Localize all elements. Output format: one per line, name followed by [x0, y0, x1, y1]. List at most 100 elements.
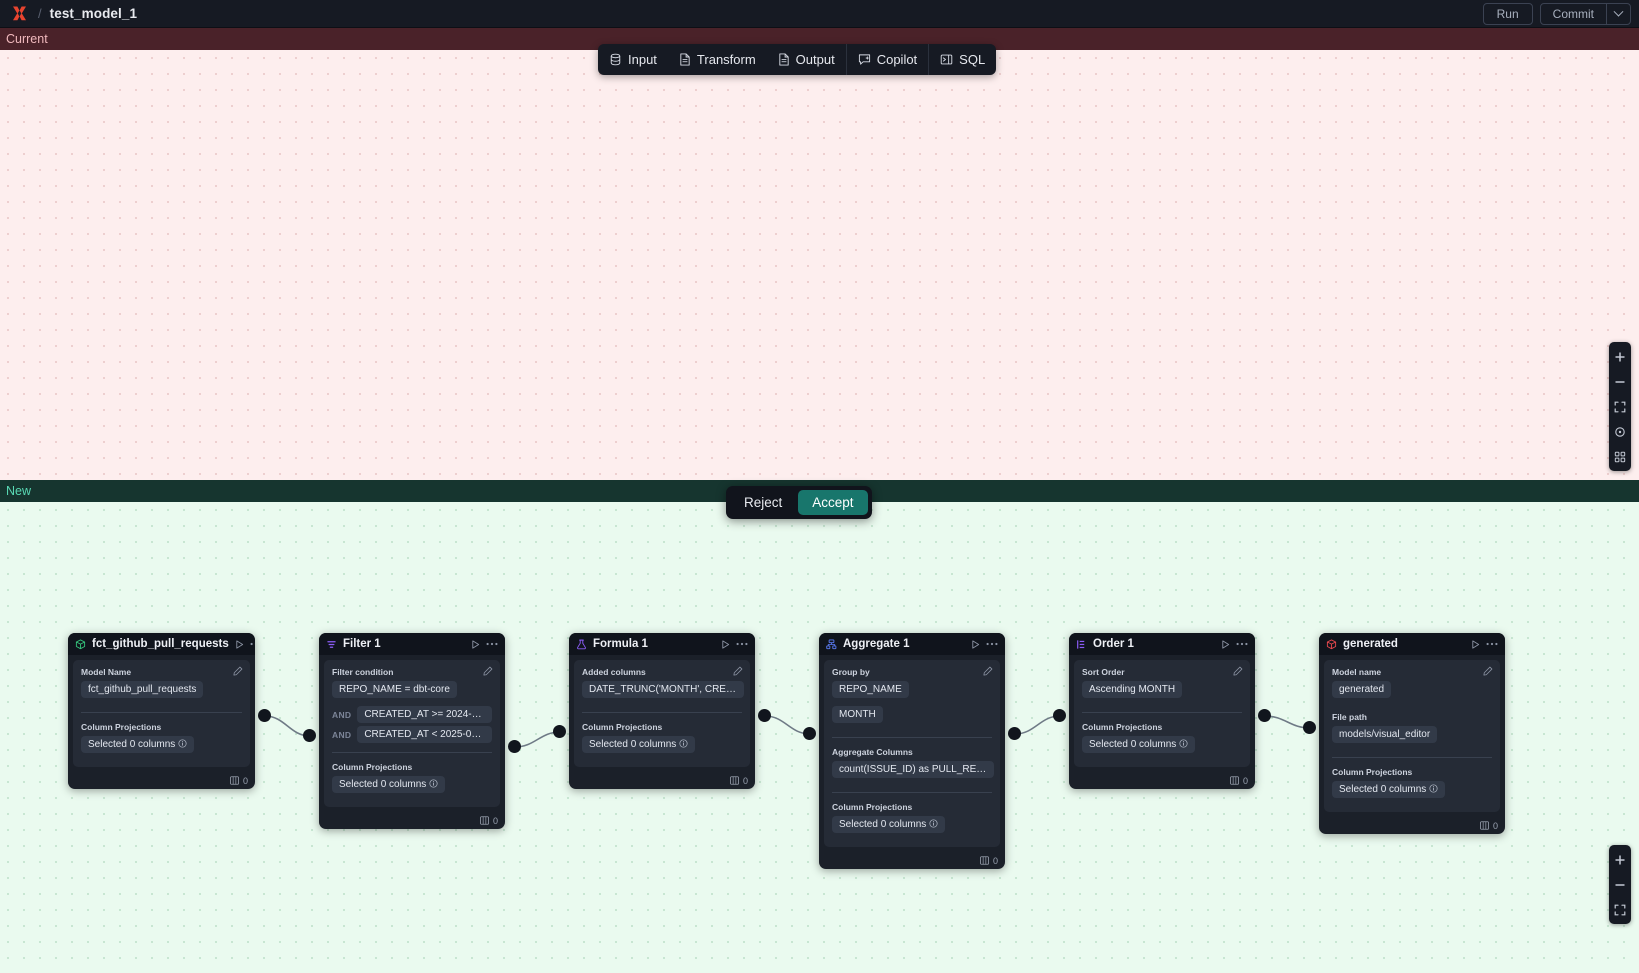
more-horizontal-icon[interactable]: [986, 642, 998, 646]
value-pill[interactable]: DATE_TRUNC('MONTH', CREATED_AT…: [582, 681, 744, 698]
group-by-pill[interactable]: MONTH: [832, 706, 883, 723]
play-icon[interactable]: [721, 639, 730, 649]
value-pill[interactable]: models/visual_editor: [1332, 726, 1438, 743]
value-text: Selected 0 columns: [839, 819, 927, 830]
node-aggregate-1[interactable]: Aggregate 1 Group by REPO_NAME MONTH: [819, 633, 1005, 869]
edge-port[interactable]: [1008, 727, 1021, 740]
node-title: Order 1: [1093, 638, 1134, 650]
pencil-icon[interactable]: [983, 666, 993, 676]
value-pill[interactable]: Selected 0 columns: [332, 776, 446, 793]
edge-port[interactable]: [758, 709, 771, 722]
node-fct-github-pull-requests[interactable]: fct_github_pull_requests Model Name fct_…: [68, 633, 255, 789]
toolbar-sql-button[interactable]: SQL: [928, 44, 996, 75]
toolbar-output-button[interactable]: Output: [767, 44, 846, 75]
edge-port[interactable]: [1258, 709, 1271, 722]
divider: [1082, 712, 1242, 713]
more-horizontal-icon[interactable]: [486, 642, 498, 646]
section-label: Column Projections: [832, 802, 913, 812]
node-header: Order 1: [1069, 633, 1255, 655]
grid-toggle-icon[interactable]: [1609, 444, 1631, 469]
commit-dropdown-button[interactable]: [1606, 3, 1630, 24]
value-pill[interactable]: Selected 0 columns: [582, 736, 696, 753]
node-formula-1[interactable]: Formula 1 Added columns DATE_TRUNC('MONT…: [569, 633, 755, 789]
toolbar-item-label: Copilot: [876, 52, 918, 67]
info-icon: [429, 779, 438, 788]
filter-condition-pill[interactable]: REPO_NAME = dbt-core: [332, 681, 457, 698]
filter-condition-pill[interactable]: CREATED_AT >= 2024-12-01: [357, 706, 492, 723]
fit-view-icon[interactable]: [1609, 897, 1631, 922]
pencil-icon[interactable]: [733, 666, 743, 676]
recenter-icon[interactable]: [1609, 419, 1631, 444]
value-pill[interactable]: fct_github_pull_requests: [81, 681, 204, 698]
value-pill[interactable]: generated: [1332, 681, 1392, 698]
section-label: Column Projections: [582, 722, 663, 732]
edge-port[interactable]: [1303, 721, 1316, 734]
pencil-icon[interactable]: [1483, 666, 1493, 676]
row-count: 0: [242, 775, 248, 786]
node-header: Formula 1: [569, 633, 755, 655]
filter-condition-pill[interactable]: CREATED_AT < 2025-03-01: [357, 726, 492, 743]
more-horizontal-icon[interactable]: [1486, 642, 1498, 646]
value-pill[interactable]: Ascending MONTH: [1082, 681, 1183, 698]
chat-sparkle-icon: [858, 53, 871, 66]
node-footer: 0: [319, 812, 505, 829]
value-pill[interactable]: Selected 0 columns: [1082, 736, 1196, 753]
more-horizontal-icon[interactable]: [736, 642, 748, 646]
value-pill[interactable]: Selected 0 columns: [81, 736, 195, 753]
toolbar-item-label: Output: [795, 52, 835, 67]
edge-port[interactable]: [303, 729, 316, 742]
run-button[interactable]: Run: [1482, 2, 1533, 25]
value-text: Selected 0 columns: [88, 739, 176, 750]
commit-split-button: Commit: [1539, 2, 1631, 25]
toolbar-input-button[interactable]: Input: [598, 44, 668, 75]
row-count: 0: [492, 815, 498, 826]
section-label: File path: [1332, 712, 1367, 722]
brand-x-icon[interactable]: [8, 4, 30, 24]
logical-operator: AND: [332, 729, 352, 740]
edge-port[interactable]: [1053, 709, 1066, 722]
group-by-pill[interactable]: REPO_NAME: [832, 681, 909, 698]
zoom-in-icon[interactable]: [1609, 847, 1631, 872]
node-filter-1[interactable]: Filter 1 Filter condition REPO_NAME = db…: [319, 633, 505, 829]
node-generated[interactable]: generated Model name generated File path: [1319, 633, 1505, 834]
more-horizontal-icon[interactable]: [250, 642, 255, 646]
play-icon[interactable]: [971, 639, 980, 649]
section-label: Column Projections: [1332, 767, 1413, 777]
pencil-icon[interactable]: [483, 666, 493, 676]
zoom-out-icon[interactable]: [1609, 872, 1631, 897]
node-footer: 0: [569, 772, 755, 789]
value-pill[interactable]: Selected 0 columns: [832, 816, 946, 833]
zoom-out-icon[interactable]: [1609, 369, 1631, 394]
edge-port[interactable]: [508, 740, 521, 753]
value-pill[interactable]: Selected 0 columns: [1332, 781, 1446, 798]
play-icon[interactable]: [235, 639, 244, 649]
commit-button[interactable]: Commit: [1552, 6, 1594, 21]
node-order-1[interactable]: Order 1 Sort Order Ascending MONTH C: [1069, 633, 1255, 789]
pencil-icon[interactable]: [233, 666, 243, 676]
reject-button[interactable]: Reject: [730, 490, 796, 515]
canvas-new[interactable]: fct_github_pull_requests Model Name fct_…: [0, 502, 1639, 973]
canvas-current[interactable]: [0, 50, 1639, 480]
more-horizontal-icon[interactable]: [1236, 642, 1248, 646]
node-header: fct_github_pull_requests: [68, 633, 255, 655]
row-count: 0: [992, 855, 998, 866]
play-icon[interactable]: [1471, 639, 1480, 649]
edge-port[interactable]: [553, 725, 566, 738]
fit-view-icon[interactable]: [1609, 394, 1631, 419]
pencil-icon[interactable]: [1233, 666, 1243, 676]
toolbar-copilot-button[interactable]: Copilot: [845, 44, 928, 75]
section-label: Model Name: [81, 667, 132, 677]
columns-icon: [1480, 821, 1489, 830]
aggregate-column-pill[interactable]: count(ISSUE_ID) as PULL_REQUEST_…: [832, 761, 994, 778]
play-icon[interactable]: [471, 639, 480, 649]
chevron-down-icon: [1613, 6, 1624, 17]
page-title: test_model_1: [49, 6, 138, 21]
edge-port[interactable]: [803, 727, 816, 740]
aggregate-icon: [826, 638, 837, 650]
accept-button[interactable]: Accept: [798, 490, 868, 515]
sql-panel-icon: [940, 53, 953, 66]
toolbar-transform-button[interactable]: Transform: [668, 44, 767, 75]
zoom-in-icon[interactable]: [1609, 344, 1631, 369]
play-icon[interactable]: [1221, 639, 1230, 649]
edge-port[interactable]: [258, 709, 271, 722]
